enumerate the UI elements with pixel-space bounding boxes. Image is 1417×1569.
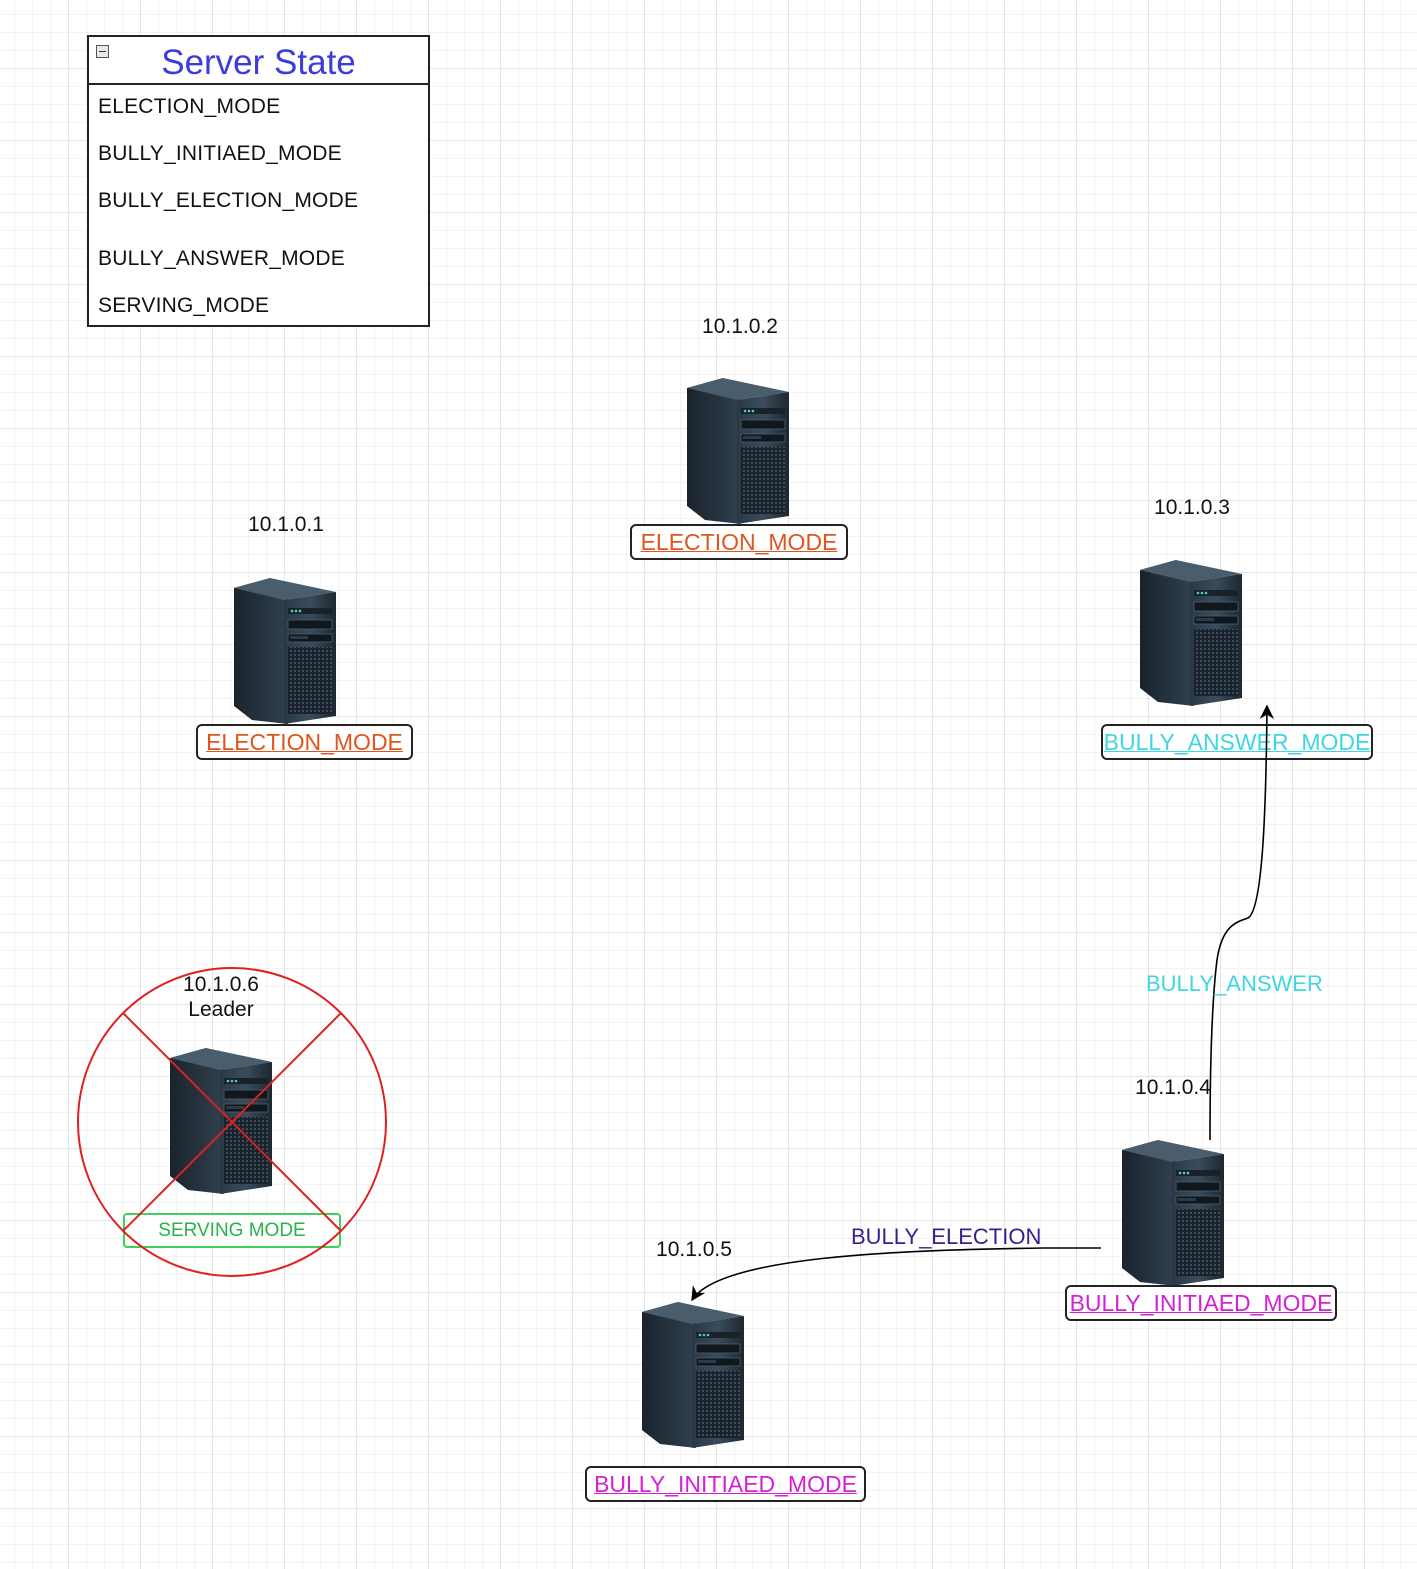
state-badge: BULLY_INITIAED_MODE (585, 1466, 866, 1502)
leader-label: Leader (188, 998, 254, 1021)
node-ip-label: 10.1.0.2 (702, 315, 778, 338)
state-badge: BULLY_ANSWER_MODE (1101, 724, 1373, 760)
state-badge: SERVING MODE (123, 1213, 341, 1248)
failed-cross-mark (122, 1012, 342, 1232)
node-ip-label: 10.1.0.5 (656, 1238, 732, 1261)
legend-item: BULLY_ELECTION_MODE (98, 189, 359, 212)
state-badge: BULLY_INITIAED_MODE (1065, 1285, 1337, 1321)
legend-title: Server State (161, 43, 356, 82)
legend-item: BULLY_INITIAED_MODE (98, 142, 342, 165)
failed-circle-mark (77, 967, 387, 1277)
state-badge: ELECTION_MODE (630, 524, 848, 560)
legend-header: Server State (89, 37, 428, 85)
bully-election-arrow[interactable] (691, 1247, 1101, 1302)
bully-election-label: BULLY_ELECTION (851, 1224, 1042, 1249)
node-ip-label: 10.1.0.1 (248, 513, 324, 536)
state-badge: ELECTION_MODE (196, 724, 413, 760)
node-ip-label: 10.1.0.4 (1135, 1076, 1211, 1099)
collapse-icon[interactable] (96, 45, 109, 58)
bully-answer-arrow[interactable] (1209, 704, 1275, 1141)
legend-item: SERVING_MODE (98, 294, 270, 317)
node-ip-label: 10.1.0.3 (1154, 496, 1230, 519)
legend-item: ELECTION_MODE (98, 95, 281, 118)
server-state-legend: Server State ELECTION_MODE BULLY_INITIAE… (87, 35, 430, 327)
legend-item: BULLY_ANSWER_MODE (98, 247, 345, 270)
bully-answer-label: BULLY_ANSWER (1146, 971, 1323, 996)
node-ip-label: 10.1.0.6 (183, 973, 259, 996)
